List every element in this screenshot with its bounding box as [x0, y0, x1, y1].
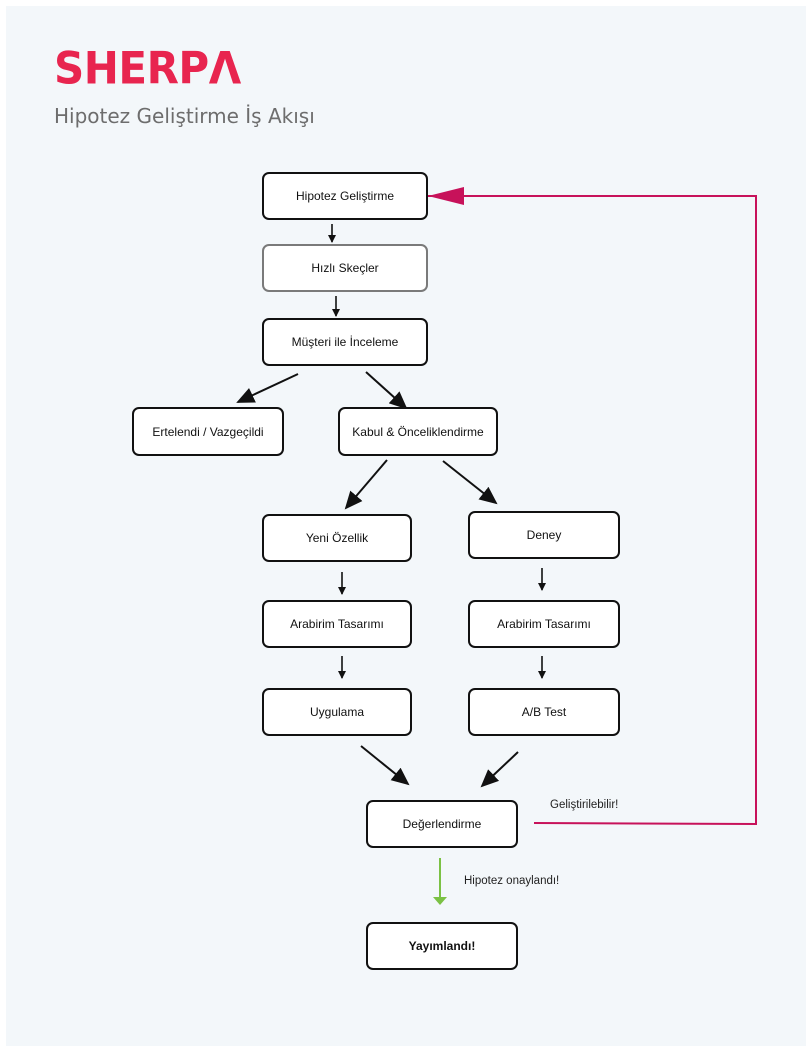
arrow-accept-to-experiment — [442, 460, 498, 505]
label-improvable: Geliştirilebilir! — [550, 799, 619, 811]
page-title: Hipotez Geliştirme İş Akışı — [54, 104, 315, 128]
arrow-accept-to-feature — [344, 459, 388, 510]
node-new-feature: Yeni Özellik — [262, 514, 412, 562]
node-quick-sketches: Hızlı Skeçler — [262, 244, 428, 292]
node-deferred-abandoned: Ertelendi / Vazgeçildi — [132, 407, 284, 456]
feedback-loop-improvable — [428, 187, 757, 826]
flow-connectors — [236, 187, 757, 905]
arrow-review-to-deferred — [236, 373, 299, 403]
node-ab-test: A/B Test — [468, 688, 620, 736]
arrow-ab-test-to-evaluation — [480, 751, 519, 788]
page: SHERPΛ Hipotez Geliştirme İş Akışı — [6, 6, 806, 1046]
arrow-implementation-to-evaluation — [360, 745, 410, 786]
node-accept-prioritize: Kabul & Önceliklendirme — [338, 407, 498, 456]
node-hypothesis-development: Hipotez Geliştirme — [262, 172, 428, 220]
sherpa-logo: SHERPΛ — [54, 42, 241, 95]
node-ui-design-left: Arabirim Tasarımı — [262, 600, 412, 648]
node-implementation: Uygulama — [262, 688, 412, 736]
node-ui-design-right: Arabirim Tasarımı — [468, 600, 620, 648]
node-experiment: Deney — [468, 511, 620, 559]
arrow-review-to-accept — [365, 371, 408, 410]
node-customer-review: Müşteri ile İnceleme — [262, 318, 428, 366]
node-evaluation: Değerlendirme — [366, 800, 518, 848]
node-published: Yayımlandı! — [366, 922, 518, 970]
label-hypothesis-confirmed: Hipotez onaylandı! — [464, 875, 560, 887]
